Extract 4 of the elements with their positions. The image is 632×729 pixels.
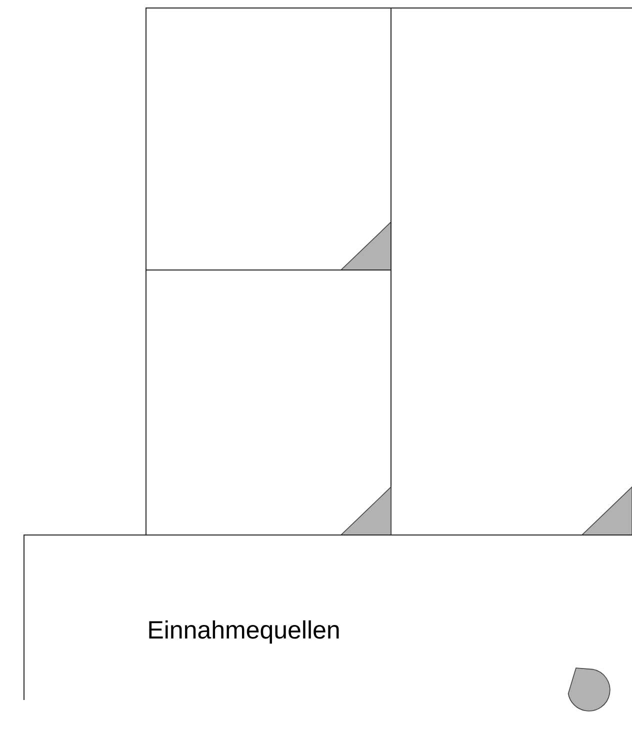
- canvas-box: [146, 270, 392, 536]
- text-box: Einnahmequellen: [24, 534, 632, 700]
- canvas-box: [390, 8, 632, 536]
- canvas-box: [146, 8, 392, 270]
